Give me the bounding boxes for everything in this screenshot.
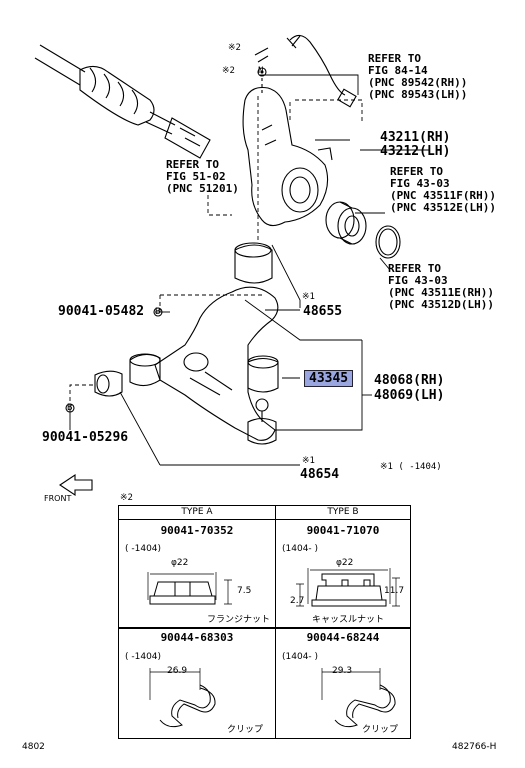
type-b-nut-part[interactable]: 90041-71070 xyxy=(306,524,380,537)
clip-b-drawing xyxy=(321,668,396,728)
detail-box-type-a-nut: TYPE A 90041-70352 ( -1404) φ22 7.5 フランジ… xyxy=(118,505,276,629)
ball-joint xyxy=(247,398,277,445)
type-a-nut-dim: φ22 xyxy=(171,558,189,568)
mark-n: N xyxy=(258,66,264,76)
type-a-clip-date: ( -1404) xyxy=(125,652,162,662)
type-b-clip-date: (1404- ) xyxy=(282,652,319,662)
detail-box-type-b-nut: TYPE B 90041-71070 (1404- ) φ22 2.7 11.7… xyxy=(275,505,411,629)
mark-b-1: B xyxy=(155,307,161,317)
hub-bearing xyxy=(325,201,367,245)
part-90041-05482[interactable]: 90041-05482 xyxy=(58,304,145,319)
type-b-clip-dim: 29.3 xyxy=(332,666,353,676)
type-b-header: TYPE B xyxy=(276,506,410,520)
ref-fig-43-03-a[interactable]: REFER TO FIG 43-03 (PNC 43511F(RH)) (PNC… xyxy=(390,165,496,214)
drive-shaft xyxy=(34,44,211,159)
ref-fig-43-03-b[interactable]: REFER TO FIG 43-03 (PNC 43511E(RH)) (PNC… xyxy=(388,262,494,311)
mark-x2-a: ※2 xyxy=(228,43,241,53)
type-b-clip-caption: クリップ xyxy=(362,725,399,735)
front-label: FRONT xyxy=(44,494,72,503)
part-43211[interactable]: 43211(RH) xyxy=(380,130,451,145)
mark-x2-box: ※2 xyxy=(120,493,133,503)
part-43212[interactable]: 43212(LH) xyxy=(380,144,451,159)
part-48654[interactable]: 48654 xyxy=(300,467,340,482)
x1-date-note: ※1 ( -1404) xyxy=(380,462,442,472)
type-a-clip-caption: クリップ xyxy=(227,725,264,735)
steering-knuckle xyxy=(242,86,333,227)
type-a-nut-caption: フランジナット xyxy=(207,615,271,625)
type-a-clip-part[interactable]: 90044-68303 xyxy=(160,631,234,644)
type-a-nut-part[interactable]: 90041-70352 xyxy=(160,524,234,537)
detail-box-type-b-clip: 90044-68244 (1404- ) 29.3 クリップ xyxy=(275,627,411,739)
mark-b-2: B xyxy=(67,403,73,413)
type-b-nut-height-2: 11.7 xyxy=(384,586,405,596)
rear-bushing xyxy=(94,370,123,397)
lower-control-arm xyxy=(154,286,279,441)
mark-x2-b: ※2 xyxy=(222,66,235,76)
type-a-header: TYPE A xyxy=(119,506,275,520)
bushing-43345 xyxy=(247,355,279,393)
type-b-nut-height-1: 2.7 xyxy=(290,596,305,606)
part-43345[interactable]: 43345 xyxy=(304,370,354,387)
front-bushing xyxy=(129,353,161,387)
front-arrow xyxy=(59,473,93,497)
type-a-nut-date: ( -1404) xyxy=(125,544,162,554)
part-48655[interactable]: 48655 xyxy=(303,304,343,319)
abs-sensor xyxy=(286,34,357,108)
part-48068[interactable]: 48068(RH) xyxy=(374,373,445,388)
mark-x1-a: ※1 xyxy=(302,292,315,302)
part-48069[interactable]: 48069(LH) xyxy=(374,388,445,403)
clip-a-drawing xyxy=(149,668,216,728)
snap-ring xyxy=(375,225,401,259)
type-b-nut-date: (1404- ) xyxy=(282,544,319,554)
type-a-clip-dim: 26.9 xyxy=(167,666,188,676)
mark-x1-b: ※1 xyxy=(302,456,315,466)
type-a-nut-height: 7.5 xyxy=(237,586,252,596)
ref-fig-51-02[interactable]: REFER TO FIG 51-02 (PNC 51201) xyxy=(166,158,239,195)
footer-illustration-code: 482766-H xyxy=(452,742,497,752)
flange-nut-drawing xyxy=(147,572,232,605)
upper-bushing xyxy=(234,242,273,284)
ref-fig-84-14[interactable]: REFER TO FIG 84-14 (PNC 89542(RH)) (PNC … xyxy=(368,52,468,101)
part-90041-05296[interactable]: 90041-05296 xyxy=(42,430,129,445)
footer-page-code: 4802 xyxy=(22,742,45,752)
type-b-nut-caption: キャッスルナット xyxy=(312,615,385,625)
type-b-clip-part[interactable]: 90044-68244 xyxy=(306,631,380,644)
castle-nut-drawing xyxy=(296,568,400,607)
type-b-nut-dim: φ22 xyxy=(336,558,354,568)
detail-box-type-a-clip: 90044-68303 ( -1404) 26.9 クリップ xyxy=(118,627,276,739)
